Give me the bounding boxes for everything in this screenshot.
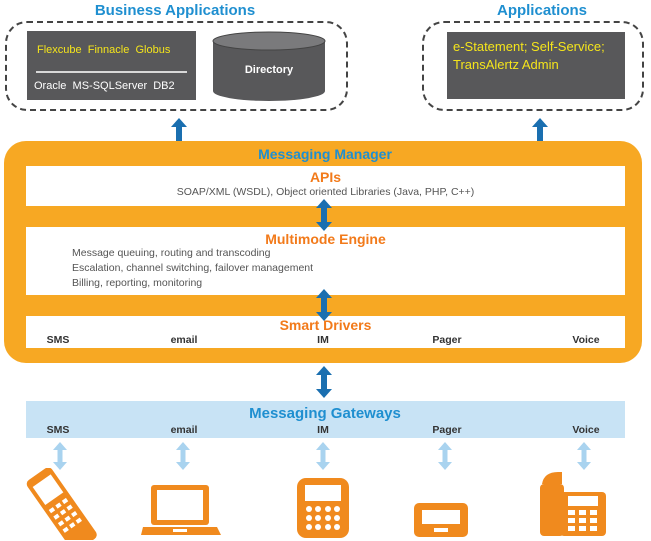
pager-icon bbox=[414, 503, 468, 537]
arrow-engine-to-drivers bbox=[316, 289, 332, 321]
arrow-apis-to-engine bbox=[316, 199, 332, 231]
messaging-manager-title: Messaging Manager bbox=[258, 146, 392, 162]
applications-panel: e-Statement; Self-Service; TransAlertz A… bbox=[447, 32, 625, 99]
engine-line-queuing: Message queuing, routing and transcoding bbox=[72, 247, 271, 259]
driver-email: email bbox=[170, 334, 198, 346]
db-db2: DB2 bbox=[153, 80, 175, 92]
panel-divider bbox=[36, 71, 187, 73]
driver-im: IM bbox=[317, 334, 329, 346]
gateway-sms: SMS bbox=[46, 424, 70, 436]
arrow-gateway-email bbox=[176, 442, 190, 470]
gateway-voice: Voice bbox=[572, 424, 600, 436]
core-app-globus: Globus bbox=[135, 44, 171, 56]
directory-label: Directory bbox=[244, 64, 294, 76]
gateway-pager: Pager bbox=[432, 424, 462, 436]
desk-phone-icon bbox=[540, 472, 606, 536]
smartphone-icon bbox=[297, 478, 349, 538]
business-applications-title: Business Applications bbox=[94, 2, 256, 19]
arrow-gateway-im bbox=[316, 442, 330, 470]
engine-line-escalation: Escalation, channel switching, failover … bbox=[72, 262, 314, 274]
gateway-im: IM bbox=[317, 424, 329, 436]
core-systems-panel: Flexcube Finnacle Globus Oracle MS-SQLSe… bbox=[27, 31, 196, 100]
messaging-gateways-bar bbox=[26, 401, 625, 438]
mobile-phone-icon bbox=[26, 468, 97, 540]
apis-band: APIs SOAP/XML (WSDL), Object oriented Li… bbox=[26, 166, 625, 206]
database-row: Oracle MS-SQLServer DB2 bbox=[34, 80, 204, 92]
applications-text: e-Statement; Self-Service; TransAlertz A… bbox=[453, 39, 605, 72]
core-banking-row: Flexcube Finnacle Globus bbox=[37, 44, 197, 56]
multimode-engine-band: Multimode Engine Message queuing, routin… bbox=[26, 227, 625, 295]
apis-title: APIs bbox=[309, 169, 342, 185]
driver-pager: Pager bbox=[432, 334, 462, 346]
driver-voice: Voice bbox=[572, 334, 600, 346]
laptop-icon bbox=[141, 485, 221, 535]
directory-cylinder bbox=[212, 31, 326, 101]
applications-title: Applications bbox=[496, 2, 587, 19]
db-oracle: Oracle bbox=[34, 80, 67, 92]
messaging-gateways-title: Messaging Gateways bbox=[249, 405, 401, 422]
arrow-gateway-voice bbox=[577, 442, 591, 470]
core-app-finnacle: Finnacle bbox=[87, 44, 130, 56]
gateway-email: email bbox=[170, 424, 198, 436]
smart-drivers-band: Smart Drivers SMS email IM Pager Voice bbox=[26, 316, 625, 348]
driver-sms: SMS bbox=[46, 334, 70, 346]
engine-title: Multimode Engine bbox=[265, 231, 386, 247]
engine-line-billing: Billing, reporting, monitoring bbox=[72, 277, 203, 289]
apis-description: SOAP/XML (WSDL), Object oriented Librari… bbox=[176, 186, 475, 198]
db-mssqlserver: MS-SQLServer bbox=[72, 80, 148, 92]
smart-drivers-title: Smart Drivers bbox=[279, 317, 372, 333]
core-app-flexcube: Flexcube bbox=[37, 44, 82, 56]
arrow-gateway-pager bbox=[438, 442, 452, 470]
arrow-gateway-sms bbox=[53, 442, 67, 470]
arrow-manager-to-gateways bbox=[316, 366, 332, 398]
